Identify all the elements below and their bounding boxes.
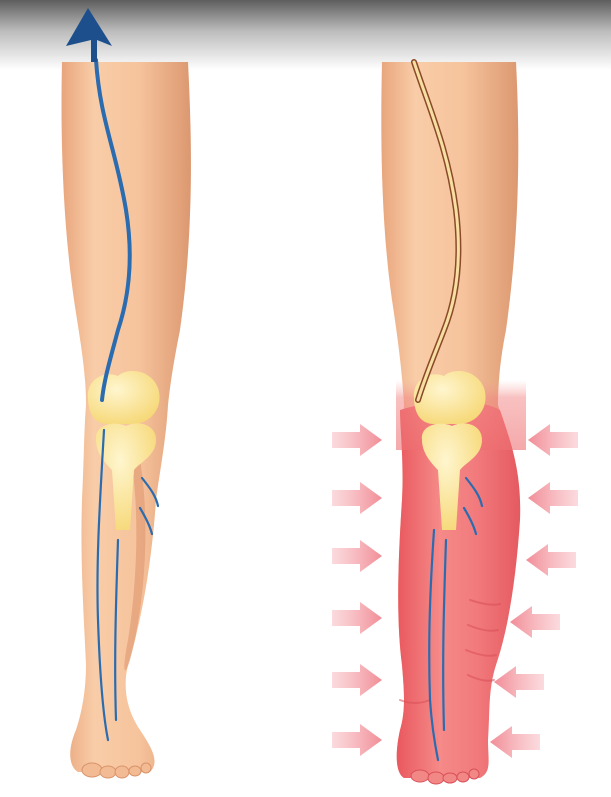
- healthy-lower-veins: [96, 428, 160, 742]
- healthy-toes: [81, 762, 152, 779]
- affected-lower-veins: [428, 476, 484, 762]
- arrow-left-icon: [528, 482, 578, 514]
- arrow-right-icon: [332, 724, 382, 756]
- arrow-right-icon: [332, 664, 382, 696]
- arrow-right-icon: [332, 602, 382, 634]
- arrow-right-icon: [332, 540, 382, 572]
- compression-arrows-left: [332, 424, 382, 756]
- upward-blood-flow-vein: [94, 58, 132, 402]
- blocked-vein-inner: [412, 60, 460, 402]
- affected-toes: [410, 768, 480, 785]
- flow-arrow-up-icon: [66, 8, 112, 62]
- inflamed-region: [396, 401, 521, 778]
- swelling-folds: [399, 599, 501, 704]
- arrow-right-icon: [332, 482, 382, 514]
- arrow-left-icon: [526, 544, 576, 576]
- healthy-shin-shadow: [124, 460, 146, 671]
- arrow-left-icon: [528, 424, 578, 456]
- affected-knee-bones: [413, 371, 486, 530]
- arrow-left-icon: [510, 606, 560, 638]
- arrow-right-icon: [332, 424, 382, 456]
- arrow-left-icon: [490, 726, 540, 758]
- compression-arrows-right: [490, 424, 578, 758]
- affected-leg: [381, 59, 526, 785]
- arrow-left-icon: [494, 666, 544, 698]
- healthy-leg: [61, 8, 191, 779]
